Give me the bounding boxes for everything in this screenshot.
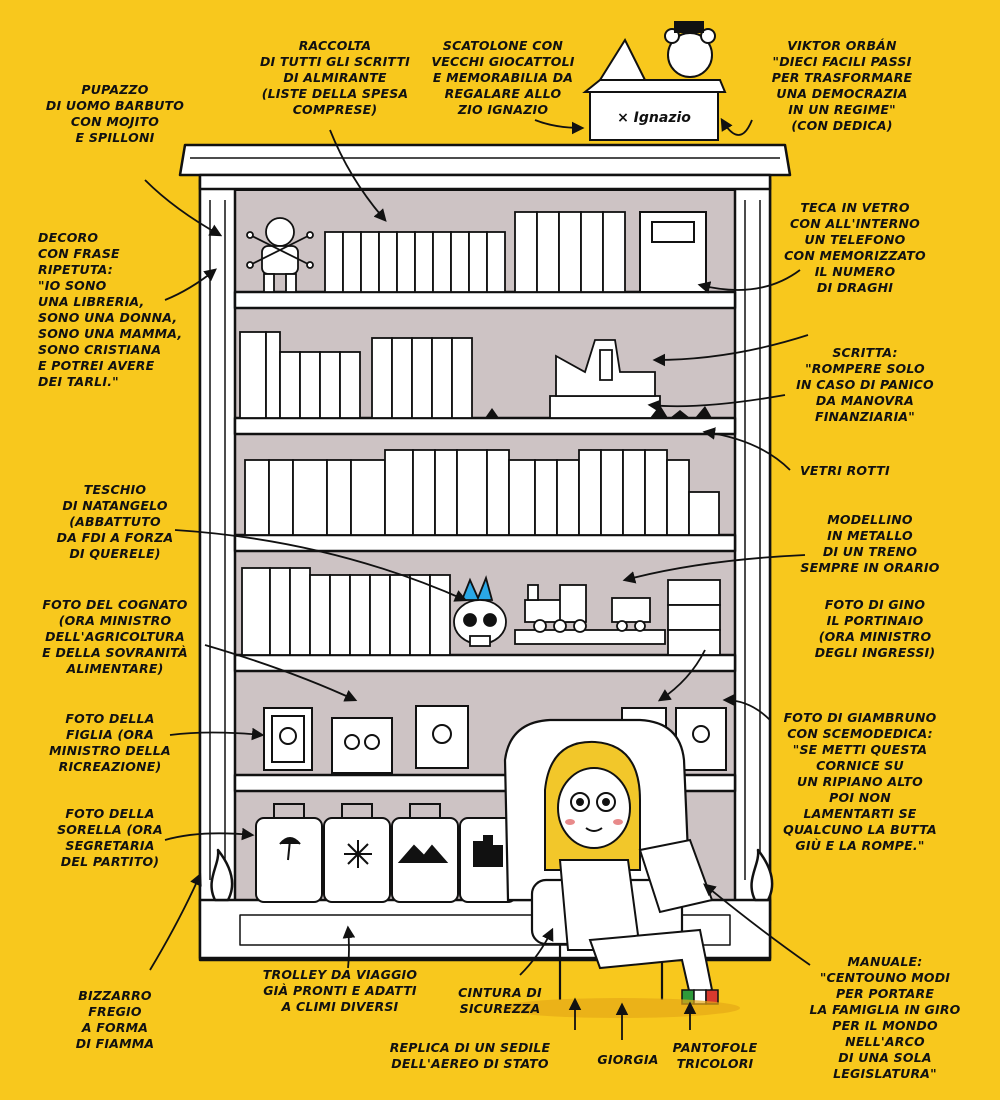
almirante-binders bbox=[324, 211, 626, 293]
label-giambruno: Foto di Giambruno con scemodedica: "Se m… bbox=[783, 710, 937, 853]
glass-case bbox=[639, 211, 707, 293]
metal-train-model bbox=[514, 584, 666, 645]
label-vetri: Vetri rotti bbox=[800, 463, 890, 478]
label-trolley: Trolley da viaggio già pronti e adatti a… bbox=[262, 967, 418, 1014]
label-treno: Modellino in metallo di un treno sempre … bbox=[800, 512, 940, 575]
manual-book bbox=[638, 838, 714, 914]
books-shelf-3 bbox=[244, 449, 720, 536]
label-scritta: Scritta: "Rompere solo in caso di panico… bbox=[796, 345, 934, 424]
label-scatolone: Scatolone con vecchi giocattoli e memora… bbox=[431, 38, 575, 117]
voodoo-doll bbox=[246, 217, 314, 293]
bookcase bbox=[178, 143, 792, 962]
label-teschio: Teschio di Natangelo (abbattuto da FdI a… bbox=[56, 482, 174, 561]
label-decoro: Decoro con frase ripetuta: "Io sono una … bbox=[38, 230, 183, 389]
books-shelf-4 bbox=[241, 567, 721, 656]
label-giorgia: Giorgia bbox=[597, 1052, 659, 1067]
skull bbox=[453, 575, 507, 647]
label-sedile: Replica di un sedile dell'aereo di Stato bbox=[389, 1040, 551, 1071]
giorgia bbox=[544, 740, 714, 997]
label-cognato: Foto del cognato (ora ministro dell'agri… bbox=[42, 597, 188, 676]
label-figlia: Foto della figlia (ora ministro della ri… bbox=[49, 711, 171, 774]
label-manuale: Manuale: "Centouno modi per portare la f… bbox=[809, 954, 961, 1081]
arrows bbox=[144, 117, 811, 1040]
break-glass-case bbox=[549, 339, 661, 419]
box-label: × Ignazio bbox=[617, 110, 691, 126]
label-teca: Teca in vetro con all'interno un telefon… bbox=[784, 200, 926, 295]
label-cintura: Cintura di sicurezza bbox=[458, 985, 542, 1016]
books-shelf-2 bbox=[239, 331, 473, 419]
label-gino: Foto di Gino il portinaio (ora ministro … bbox=[814, 597, 936, 660]
toy-box bbox=[582, 21, 727, 141]
label-orban: Viktor Orbán "Dieci facili passi per tra… bbox=[771, 38, 913, 133]
trolley-icons bbox=[279, 835, 503, 868]
photo-frames bbox=[263, 705, 727, 774]
label-almirante: Raccolta di tutti gli scritti di Almiran… bbox=[259, 38, 411, 117]
label-pupazzo: Pupazzo di uomo barbuto con mojito e spi… bbox=[45, 82, 185, 145]
label-pantofole: Pantofole tricolori bbox=[672, 1040, 758, 1071]
label-sorella: Foto della sorella (ora segretaria del p… bbox=[57, 806, 163, 869]
label-fregio: Bizzarro fregio a forma di fiamma bbox=[75, 988, 155, 1051]
